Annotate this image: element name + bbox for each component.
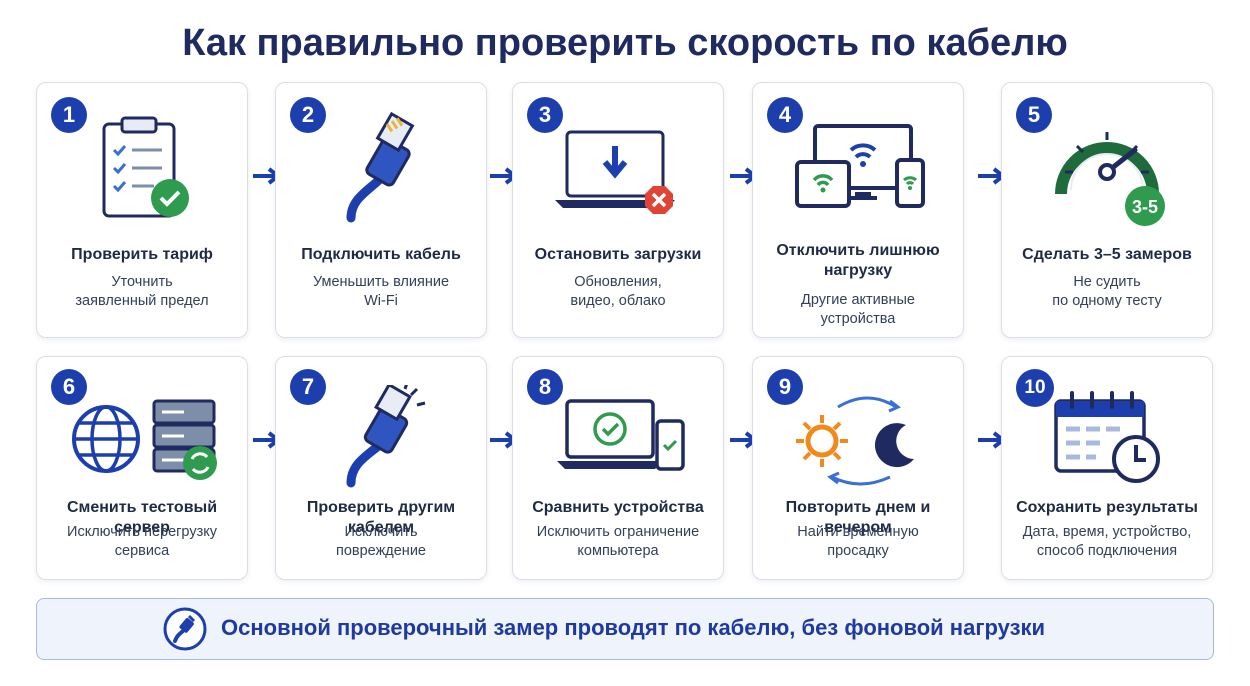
step-description-line: просадку <box>827 543 889 559</box>
step-card-4: 4 Отключить лишнюю нагрузку Другие актив… <box>752 82 964 338</box>
step-card-5: 5 3-5 Сделать 3–5 замеров Не судить по о… <box>1001 82 1213 338</box>
step-number-badge: 5 <box>1016 97 1052 133</box>
step-description-line: Исключить ограничение <box>536 524 700 540</box>
step-number-badge: 8 <box>527 369 563 405</box>
step-description: Исключить ограничение компьютера <box>513 523 723 561</box>
step-description: Уточнить заявленный предел <box>37 273 247 311</box>
step-number-badge: 2 <box>290 97 326 133</box>
step-card-3: 3 Остановить загрузки Обновления, видео,… <box>512 82 724 338</box>
speedometer-gauge-icon: 3-5 <box>1002 105 1212 235</box>
sun-moon-cycle-icon <box>753 381 963 493</box>
step-description-line: повреждение <box>336 543 426 559</box>
gauge-badge-label: 3-5 <box>1132 197 1158 217</box>
step-description-line: устройства <box>820 311 896 327</box>
step-number-badge: 7 <box>290 369 326 405</box>
step-description: Исключить повреждение <box>276 523 486 561</box>
step-description: Другие активные устройства <box>753 291 963 329</box>
footer-note-text: Основной проверочный замер проводят по к… <box>221 615 1046 640</box>
ethernet-cable-icon <box>276 105 486 235</box>
step-number-badge: 3 <box>527 97 563 133</box>
globe-server-icon <box>37 381 247 493</box>
step-card-8: 8 Сравнить устройства Исключить ограниче… <box>512 356 724 580</box>
step-description: Дата, время, устройство, способ подключе… <box>1002 523 1212 561</box>
step-description: Не судить по одному тесту <box>1002 273 1212 311</box>
step-description-line: заявленный предел <box>75 293 209 309</box>
step-card-1: 1 Проверить тариф Уточнить заявленный пр… <box>36 82 248 338</box>
step-title: Сменить тестовый сервер <box>66 499 218 536</box>
step-description-line: сервиса <box>114 543 170 559</box>
step-card-6: 6 Сменить тестовый сервер Исключить пере… <box>36 356 248 580</box>
ethernet-cable-badge-icon <box>163 607 207 651</box>
step-description: Найти временную просадку <box>753 523 963 561</box>
step-description-line: видео, облако <box>570 293 666 309</box>
step-title-line: нагрузку <box>823 262 893 279</box>
step-description-line: Другие активные <box>801 292 915 308</box>
step-description-line: Уточнить <box>111 274 173 290</box>
step-title: Сохранить результаты <box>1016 499 1198 516</box>
step-title: Подключить кабель <box>301 246 461 263</box>
step-description-line: способ подключения <box>1036 543 1178 559</box>
step-card-10: 10 Сохранить результаты Дата, время, уст… <box>1001 356 1213 580</box>
step-card-2: 2 Подключить кабель Уменьшить влияние Wi… <box>275 82 487 338</box>
laptop-download-stop-icon <box>513 105 723 235</box>
step-description-line: компьютера <box>577 543 659 559</box>
step-title: Сравнить устройства <box>532 499 704 516</box>
step-title: Проверить тариф <box>71 246 213 263</box>
step-description-line: Не судить <box>1073 274 1141 290</box>
step-number-badge: 10 <box>1016 369 1054 407</box>
footer-note-banner: Основной проверочный замер проводят по к… <box>36 598 1214 660</box>
calendar-clock-icon <box>1002 381 1212 493</box>
step-title: Сделать 3–5 замеров <box>1022 246 1192 263</box>
step-number-badge: 9 <box>767 369 803 405</box>
step-title: Отключить лишнюю нагрузку <box>753 241 963 281</box>
step-description-line: Исключить <box>344 524 418 540</box>
step-description: Исключить перегрузку сервиса <box>37 523 247 561</box>
multiple-devices-wifi-icon <box>753 105 963 235</box>
page-title: Как правильно проверить скорость по кабе… <box>182 22 1068 64</box>
step-number-badge: 1 <box>51 97 87 133</box>
step-number-badge: 6 <box>51 369 87 405</box>
step-description: Уменьшить влияние Wi-Fi <box>276 273 486 311</box>
step-title: Остановить загрузки <box>534 246 702 263</box>
step-description-line: по одному тесту <box>1052 293 1162 309</box>
step-card-9: 9 Повторить днем и вечером Найти временн… <box>752 356 964 580</box>
step-description-line: Обновления, <box>574 274 662 290</box>
step-description-line: Дата, время, устройство, <box>1022 524 1192 540</box>
step-title: Повторить днем и вечером <box>785 499 931 536</box>
step-description-line: Wi-Fi <box>364 293 398 309</box>
laptop-phone-compare-icon <box>513 381 723 493</box>
step-description-line: Найти временную <box>797 524 919 540</box>
step-number-badge: 4 <box>767 97 803 133</box>
step-card-7: 7 Проверить другим кабелем Исключить пов… <box>275 356 487 580</box>
step-description: Обновления, видео, облако <box>513 273 723 311</box>
clipboard-checklist-icon <box>37 105 247 235</box>
ethernet-cable-check-icon <box>276 381 486 493</box>
step-description-line: Исключить перегрузку <box>67 524 217 540</box>
step-description-line: Уменьшить влияние <box>312 274 450 290</box>
step-title-line: Отключить лишнюю <box>776 242 940 259</box>
step-title: Проверить другим кабелем <box>306 499 456 536</box>
